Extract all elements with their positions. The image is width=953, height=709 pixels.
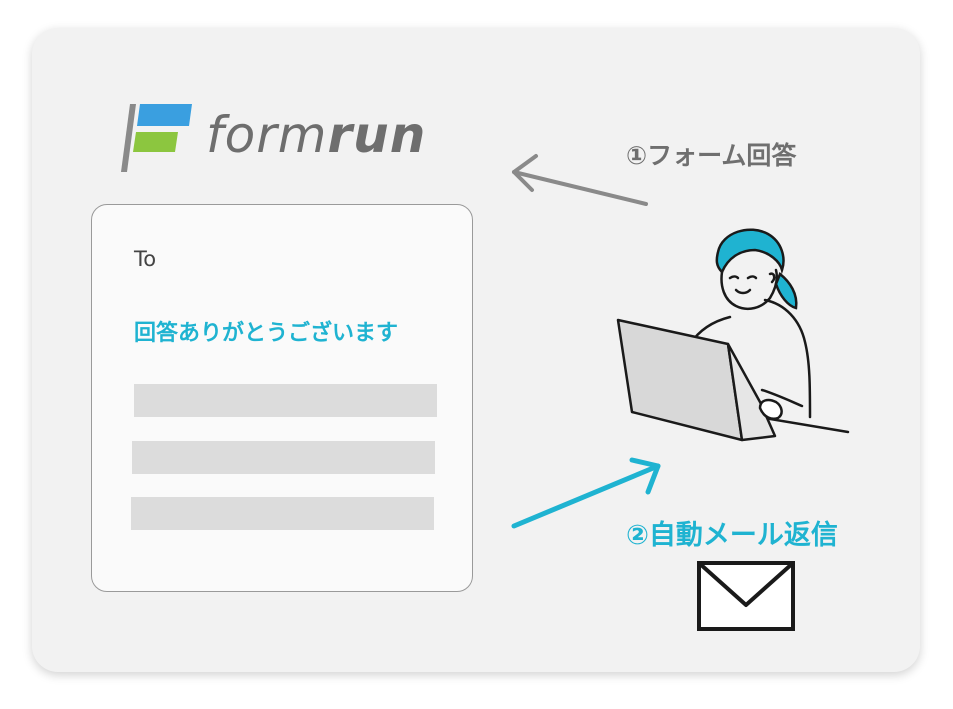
formrun-logo: formrun <box>120 102 450 174</box>
step2-auto-reply-label: ②自動メール返信 <box>626 520 838 551</box>
email-to-label: To <box>134 247 157 271</box>
formrun-wordmark: formrun <box>206 106 426 164</box>
email-body-line <box>132 441 435 474</box>
email-body-line <box>131 497 434 530</box>
formrun-flag-icon <box>121 104 192 172</box>
logo-text-bold: run <box>327 106 427 164</box>
envelope-icon <box>697 561 795 631</box>
email-subject: 回答ありがとうございます <box>134 321 399 346</box>
email-preview: To 回答ありがとうございます <box>91 204 473 592</box>
person-with-laptop-icon <box>616 228 850 442</box>
step1-form-answer-label: ①フォーム回答 <box>626 141 797 170</box>
logo-text-light: form <box>206 106 328 164</box>
email-body-line <box>134 384 437 417</box>
